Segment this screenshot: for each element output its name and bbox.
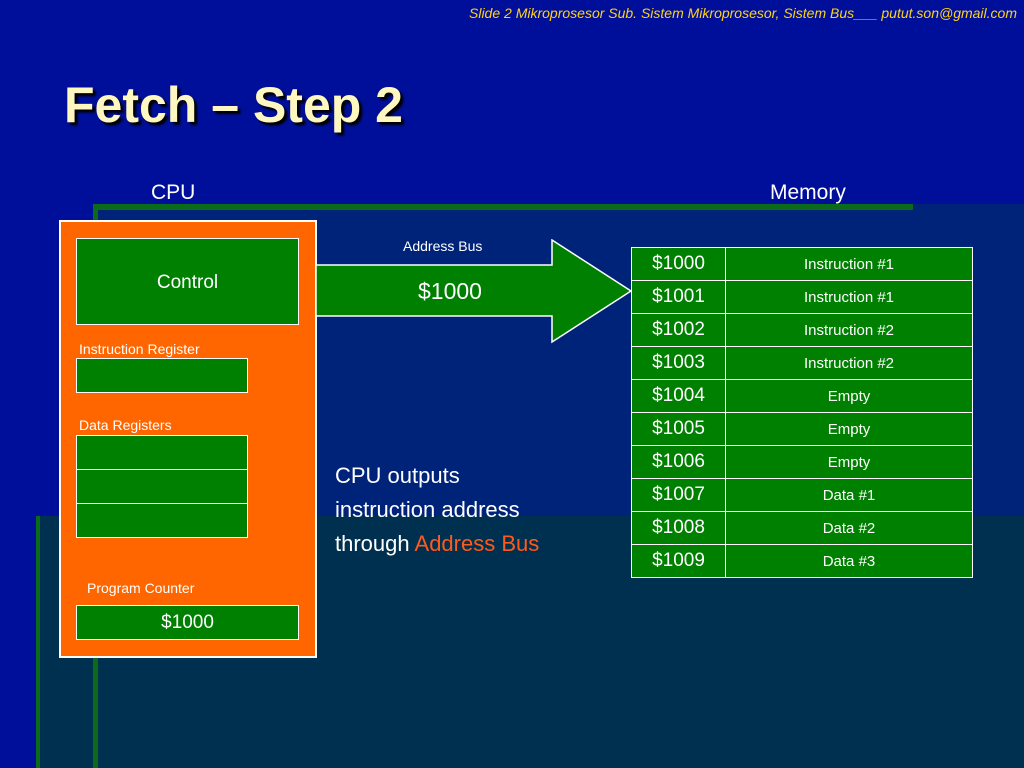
memory-value: Data #2 — [725, 511, 973, 545]
memory-value: Instruction #2 — [725, 313, 973, 347]
background-accent-line-left-lower — [36, 516, 40, 768]
description-line: CPU outputs — [335, 463, 460, 488]
instruction-register-label: Instruction Register — [79, 341, 200, 357]
memory-value: Empty — [725, 412, 973, 446]
memory-address: $1007 — [631, 478, 726, 512]
memory-address: $1004 — [631, 379, 726, 413]
memory-address: $1009 — [631, 544, 726, 578]
step-description: CPU outputs instruction address through … — [335, 459, 615, 561]
memory-value: Data #1 — [725, 478, 973, 512]
memory-address: $1005 — [631, 412, 726, 446]
memory-value: Instruction #1 — [725, 247, 973, 281]
memory-address: $1006 — [631, 445, 726, 479]
description-text: through — [335, 531, 415, 556]
memory-address: $1002 — [631, 313, 726, 347]
background-accent-line — [93, 204, 913, 210]
memory-address: $1003 — [631, 346, 726, 380]
slide-header: Slide 2 Mikroprosesor Sub. Sistem Mikrop… — [469, 5, 1017, 21]
data-register — [76, 469, 248, 504]
cpu-label: CPU — [151, 181, 196, 204]
data-register — [76, 503, 248, 538]
description-line: instruction address — [335, 497, 520, 522]
memory-address: $1001 — [631, 280, 726, 314]
address-bus-label: Address Bus — [403, 238, 483, 254]
address-bus-highlight: Address Bus — [414, 531, 540, 556]
data-register — [76, 435, 248, 470]
memory-value: Instruction #2 — [725, 346, 973, 380]
memory-value: Empty — [725, 379, 973, 413]
slide-title: Fetch – Step 2 — [64, 77, 403, 133]
memory-address: $1000 — [631, 247, 726, 281]
description-line: through Address Bus — [335, 527, 615, 561]
memory-value: Data #3 — [725, 544, 973, 578]
memory-address: $1008 — [631, 511, 726, 545]
program-counter: $1000 — [76, 605, 299, 640]
control-unit: Control — [76, 238, 299, 325]
memory-value: Empty — [725, 445, 973, 479]
memory-value: Instruction #1 — [725, 280, 973, 314]
instruction-register — [76, 358, 248, 393]
program-counter-label: Program Counter — [87, 580, 195, 596]
memory-label: Memory — [770, 181, 846, 204]
address-bus-arrow — [316, 239, 633, 344]
address-bus-value: $1000 — [418, 278, 482, 304]
data-registers-label: Data Registers — [79, 417, 172, 433]
